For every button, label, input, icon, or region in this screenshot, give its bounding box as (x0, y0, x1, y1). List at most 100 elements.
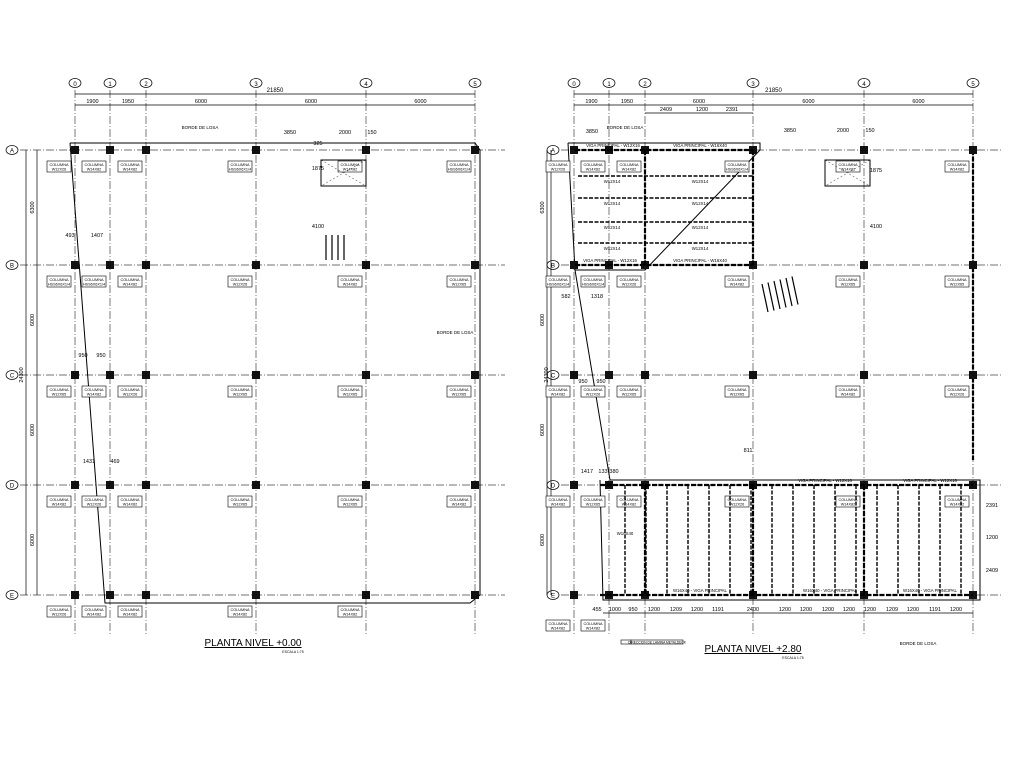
column-label-box (337, 275, 363, 288)
column-label-box (545, 275, 571, 288)
column-label-line2: W12X65 (452, 283, 467, 287)
dimension-value: 950 (96, 353, 105, 359)
axis-bubble-D: D (546, 480, 560, 490)
column-label-line2: W12X65 (233, 503, 248, 507)
axis-label: 0 (572, 82, 576, 88)
column-marker (71, 261, 79, 269)
beam-label: VIGA PRINCIPAL - W12X16 (583, 258, 637, 263)
dimension-span-y: 6000 (30, 314, 36, 326)
dimension-bottom: 2400 (747, 607, 759, 613)
dimension-total-width: 21850 (765, 88, 782, 94)
axis-bubble-shape (5, 145, 19, 155)
column-label-box (227, 495, 253, 508)
joist-label: W12X14 (604, 225, 621, 230)
beam-label: VIGA PRINCIPAL - W16X40 (673, 258, 727, 263)
axis-bubble-1: 1 (103, 78, 117, 88)
column-label-line2: W12X65 (343, 503, 358, 507)
dimension-span-y: 6000 (540, 534, 546, 546)
dimension-span-x: 1900 (86, 99, 98, 105)
column-label-box (117, 605, 143, 618)
column-label-box (580, 275, 606, 288)
column-label-line1: COLUMNA (121, 163, 140, 167)
dimension-bottom: 1200 (822, 607, 834, 613)
slab-edge-label: BORDE DE LOSA (437, 330, 474, 335)
column-label-line1: COLUMNA (231, 498, 250, 502)
opening-frame (320, 159, 367, 187)
column-label-line1: COLUMNA (50, 278, 69, 282)
column-marker (605, 371, 613, 379)
column-label-line1: COLUMNA (121, 278, 140, 282)
axis-bubble-E: E (5, 590, 19, 600)
column-label-line1: COLUMNA (620, 388, 639, 392)
column-label-line1: COLUMNA (728, 498, 747, 502)
column-label-line2: W14X82 (233, 613, 248, 617)
joist-label: W12X14 (604, 179, 621, 184)
column-label-line2: W14X82 (586, 627, 601, 631)
column-label-box (117, 275, 143, 288)
joist-label: W16X40 (617, 531, 634, 536)
column-label-box (81, 385, 107, 398)
dimension-value: 1875 (312, 166, 324, 172)
column-label-line1: COLUMNA (584, 388, 603, 392)
column-label-box (616, 160, 642, 173)
column-label-line2: W14X82 (87, 168, 102, 172)
axis-bubble-D: D (5, 480, 19, 490)
dimension-bottom: 1200 (864, 607, 876, 613)
column-label-line2: W14X82 (622, 503, 637, 507)
column-marker (142, 371, 150, 379)
opening-frame (824, 159, 871, 187)
column-marker (570, 371, 578, 379)
column-label-box (46, 495, 72, 508)
column-label-box (545, 619, 571, 632)
column-label-line2: W14X82 (551, 503, 566, 507)
dimension-value: 950 (78, 353, 87, 359)
column-label-box (580, 619, 606, 632)
dimension-value: 950 (578, 379, 587, 385)
axis-bubble-A: A (546, 145, 560, 155)
column-marker (969, 261, 977, 269)
stair-tread (773, 280, 781, 310)
column-label-line1: COLUMNA (584, 163, 603, 167)
column-label-line2: W12X26 (730, 503, 745, 507)
axis-bubble-shape (5, 370, 19, 380)
column-label-line2: W14X82 (87, 393, 102, 397)
dimension-sub-span: 2391 (726, 107, 738, 113)
column-marker (471, 371, 479, 379)
axis-label: E (10, 594, 14, 600)
column-marker (749, 371, 757, 379)
column-label-line2: W14X82 (950, 168, 965, 172)
slab-edge (69, 142, 481, 604)
dimension-bottom: 1200 (800, 607, 812, 613)
slab-edge (574, 269, 981, 601)
beam-label: W16X40 - VIGA PRINCIPAL (673, 588, 727, 593)
column-label-line2: W14X82 (123, 168, 138, 172)
slab-edge-label: BORDE DE LOSA (182, 125, 219, 130)
opening-cross (320, 159, 367, 187)
axis-bubble-C: C (5, 370, 19, 380)
column-label-line2: W14X82 (123, 503, 138, 507)
joist-label: W12X14 (692, 246, 709, 251)
axis-label: 4 (364, 82, 368, 88)
axis-bubble-3: 3 (249, 78, 263, 88)
column-marker (252, 261, 260, 269)
beam-label: VIGA PRINCIPAL - W12X16 (586, 143, 640, 148)
joist-label: W12X14 (604, 246, 621, 251)
dimension-value: 2409 (986, 568, 998, 574)
column-label-line2: W12X65 (233, 393, 248, 397)
beam-label: VIGA PRINCIPAL - W12X16 (903, 478, 957, 483)
column-label-line2: W12X26 (52, 613, 67, 617)
axis-label: 1 (607, 82, 611, 88)
